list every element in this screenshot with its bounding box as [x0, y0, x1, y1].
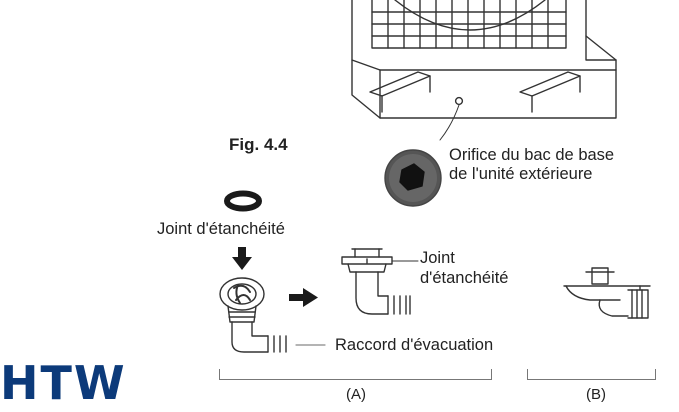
down-arrow-icon — [232, 247, 252, 270]
tag-b-label: (B) — [586, 386, 606, 403]
seal-ring-illustration — [224, 190, 262, 212]
tag-a-label: (A) — [346, 386, 366, 403]
raccord-label: Raccord d'évacuation — [335, 336, 494, 354]
bracket-a — [219, 369, 492, 380]
orifice-label: Orifice du bac de base de l'unité extéri… — [449, 146, 614, 184]
orifice-illustration — [384, 149, 442, 207]
bracket-b — [527, 369, 656, 380]
joint-top-label: Joint d'étanchéité — [157, 220, 285, 238]
joint-side-label: Joint d'étanchéité — [420, 248, 508, 288]
orifice-label-line1: Orifice du bac de base — [449, 146, 615, 164]
figure-label: Fig. 4.4 — [229, 135, 288, 154]
htw-logo: HTW — [0, 356, 127, 410]
outdoor-unit-illustration — [351, 0, 617, 141]
drain-fitting-assembled — [341, 248, 419, 315]
right-arrow-icon — [289, 288, 318, 307]
joint-side-label-line2: d'étanchéité — [420, 269, 509, 287]
drain-fitting-exploded — [219, 277, 287, 353]
orifice-label-line2: de l'unité extérieure — [449, 165, 593, 183]
joint-side-label-line1: Joint — [420, 249, 455, 267]
drain-fitting-b — [563, 267, 651, 319]
